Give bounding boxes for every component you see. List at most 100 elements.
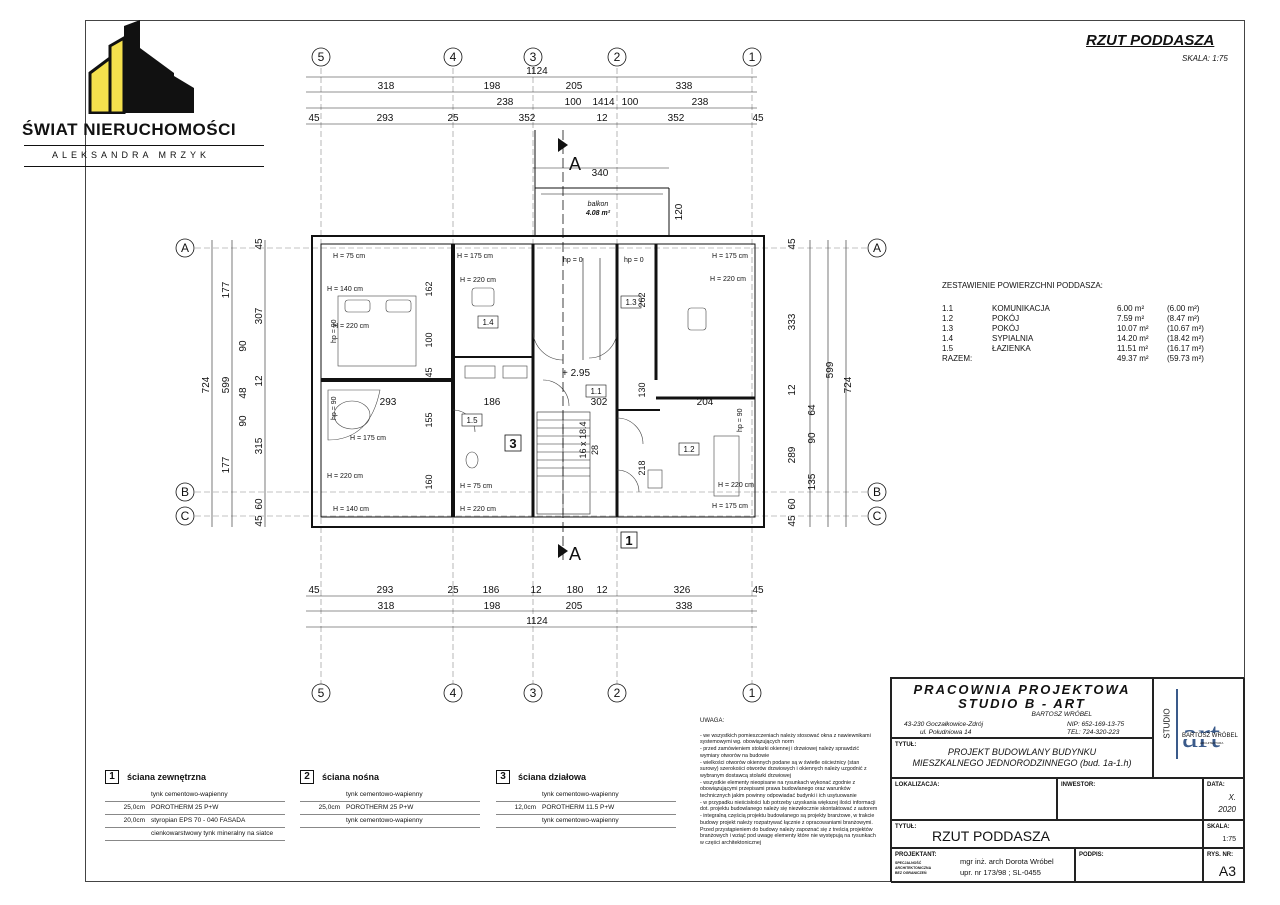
door-swings [452,329,644,493]
summary-total-gross: (59.73 m²) [1167,354,1204,363]
legend-title: ściana działowa [518,772,587,782]
plan-dimension: 160 [424,474,434,489]
height-label: H = 175 cm [712,253,748,260]
legend-thickness: 20,0cm [123,817,145,824]
axis-col-bubble [311,47,331,67]
dimension-label: 48 [238,387,249,399]
legend-thickness: 12,0cm [514,804,536,811]
legend-thickness [300,789,346,801]
legend-material: POROTHERM 11.5 P+W [542,804,615,811]
legend-row: 12,0cm POROTHERM 11.5 P+W [496,802,676,815]
logo-name: ŚWIAT NIERUCHOMOŚCI [22,120,237,139]
location-cell: LOKALIZACJA: [891,778,1057,820]
axis-col-label: 5 [318,686,325,700]
dimension-label: 25 [447,113,459,124]
summary-total: (10.67 m²) [1167,324,1204,333]
axis-col-label: 4 [450,50,457,64]
height-label: H = 140 cm [333,506,369,513]
studio-logo-tag: ARCHITEKTURA [1200,741,1224,745]
dimension-label: 318 [378,601,395,612]
axis-col-bubble [607,47,627,67]
legend-thickness [105,828,151,840]
note-line: - we wszystkich pomieszczeniach należy s… [700,732,871,746]
axis-col-label: 3 [530,686,537,700]
section-label: A [569,544,581,564]
dimension-label: 135 [807,473,818,490]
dimension-label: 100 [565,97,582,108]
dimension-label: 45 [787,515,798,527]
dimension-label: 64 [807,404,818,416]
dimension-label: 45 [752,585,764,596]
drawing-title-cell: TYTUŁ: RZUT PODDASZA [891,820,1203,848]
section-marks [558,130,568,560]
project-line1: PROJEKT BUDOWLANY BUDYNKU [947,747,1097,757]
legend-material: POROTHERM 25 P+W [346,804,414,811]
sill-label: hp = 90 [331,319,338,343]
legend-number: 2 [300,770,314,784]
designer-cell: PROJEKTANT: SPECJALNOŚĆ ARCHITEKTONICZNA… [891,848,1075,883]
plan-dimension: 16 x 18.4 [578,421,588,458]
room-number: 1.5 [466,416,478,425]
plan-dimension: 204 [697,397,714,408]
drawing-scale: SKALA: 1:75 [1182,54,1228,63]
plan-dimension: 302 [591,397,608,408]
data-value1: X. [1228,793,1236,802]
dimension-label: 60 [787,498,798,510]
legend-material: tynk cementowo-wapienny [542,791,619,798]
axis-col-label: 2 [614,686,621,700]
studio-logo-word: STUDIO [1162,708,1172,739]
height-label: H = 220 cm [333,323,369,330]
chair-icon [471,287,495,307]
designer-license: upr. nr 173/98 ; SL-0455 [960,868,1041,877]
summary-total: (16.17 m²) [1167,344,1204,353]
dimension-label: 100 [622,97,639,108]
studio-logo-bar [1176,689,1178,759]
balcony-name: balkon [588,201,609,208]
note-line: - integralną częścią projektu budowlaneg… [700,813,876,846]
height-label: H = 220 cm [460,506,496,513]
dimension-label: 90 [238,340,249,352]
skala-label: SKALA: [1207,824,1230,830]
specialty: SPECJALNOŚĆ ARCHITEKTONICZNA BEZ OGRANIC… [895,861,931,876]
summary-area: 11.51 m² [1117,344,1148,353]
dimension-label: 724 [201,376,212,393]
height-label: H = 220 cm [327,473,363,480]
summary-area: 10.07 m² [1117,324,1149,333]
wall-type-number: 3 [509,436,516,451]
signature-cell: PODPIS: [1075,848,1203,883]
dimension-label: 338 [676,81,693,92]
legend-material: tynk cementowo-wapienny [346,791,423,798]
dimension-label: 205 [566,601,583,612]
legend-number: 1 [105,770,119,784]
furniture [327,287,740,497]
room-number-box [477,315,499,329]
studio-logo-cell: STUDIO art BARTOSZ WRÓBEL ARCHITEKTURA [1153,678,1245,778]
notes: UWAGA: - we wszystkich pomieszczeniach n… [700,718,878,847]
dimension-label: 45 [254,238,265,250]
note-line: - w przypadku nieścisłości lub potrzeby … [700,799,878,813]
sill-label: hp = 0 [563,257,583,264]
legend-material: tynk cementowo-wapienny [151,791,228,798]
studio-nip: NIP: 652-169-13-75 [1067,721,1125,728]
plan-dimension: 293 [380,397,397,408]
axis-col-label: 3 [530,50,537,64]
summary-area: 6.00 m² [1117,304,1145,313]
legend-title: ściana nośna [322,772,380,782]
summary-total-area: 49.37 m² [1117,354,1149,363]
plan-dimension: 262 [637,292,647,307]
dimension-label: 12 [530,585,542,596]
plan-dimension: + 2.95 [562,368,591,379]
studio-line1: PRACOWNIA PROJEKTOWA [913,682,1131,697]
summary-no: 1.3 [942,324,954,333]
podpis-label: PODPIS: [1079,852,1104,858]
dimension-label: 14 [603,97,615,108]
logo-rule-bottom [24,166,264,167]
room-number: 1.3 [625,298,637,307]
studio-line2: STUDIO B - ART [958,696,1086,711]
